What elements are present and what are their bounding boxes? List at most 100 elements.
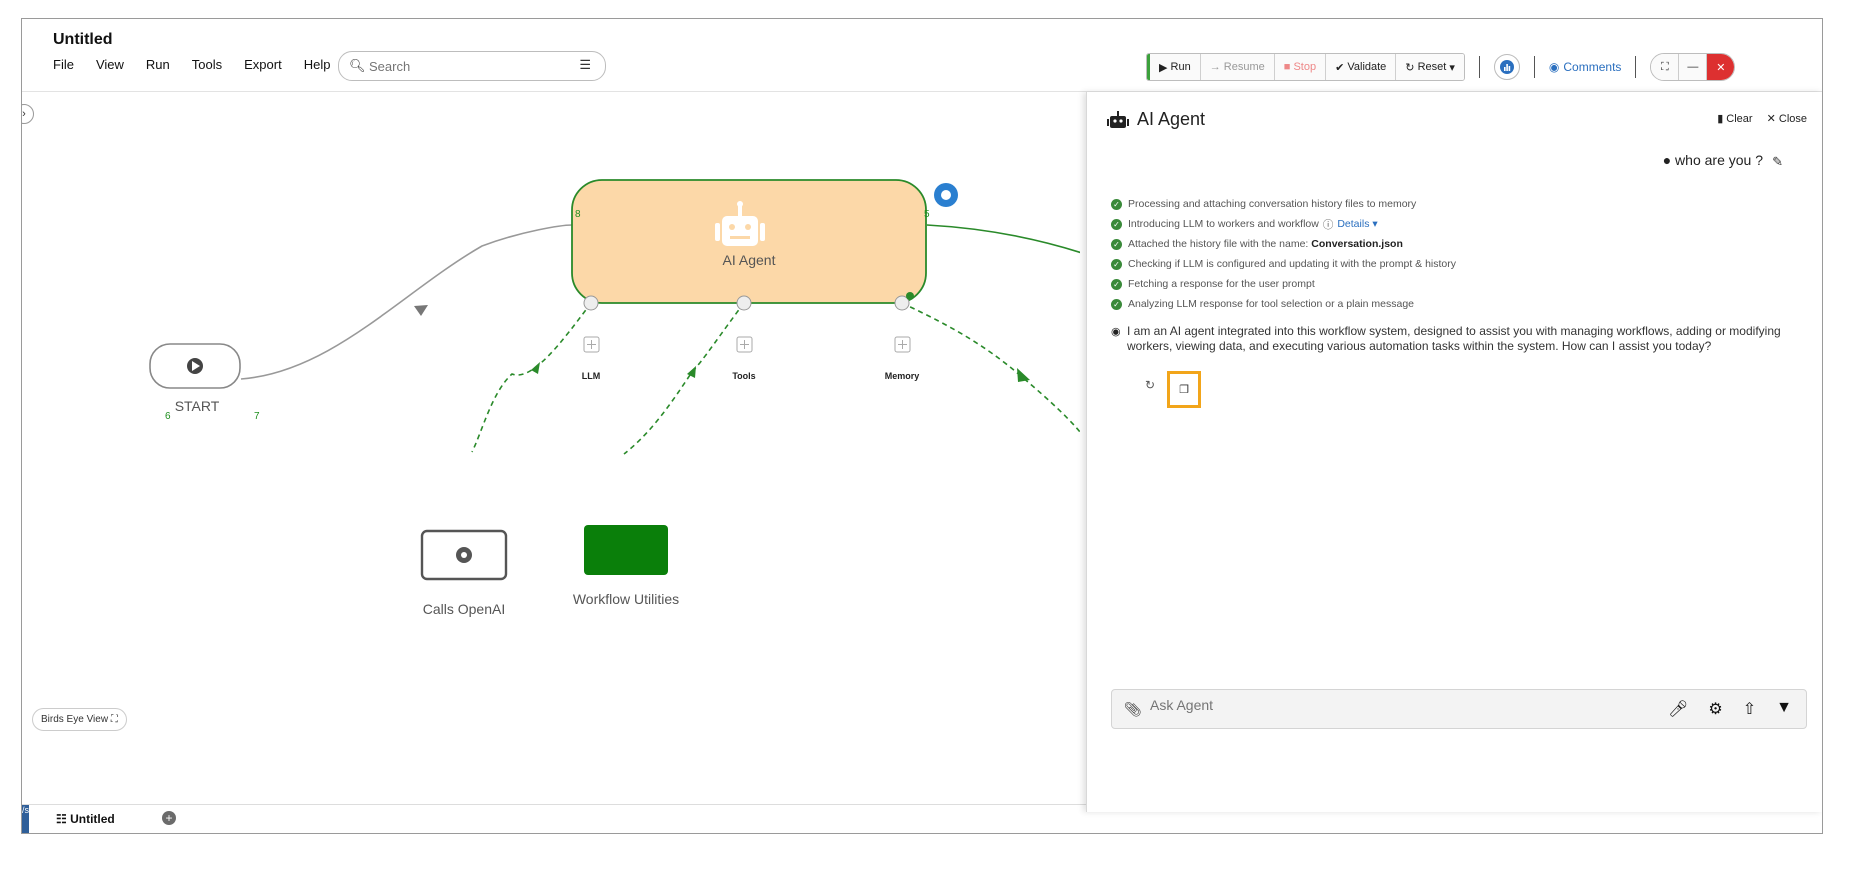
run-button[interactable]: ▶ Run [1147, 54, 1201, 80]
resume-button[interactable]: → Resume [1200, 54, 1275, 80]
check-circle-icon: ✓ [1111, 198, 1122, 210]
menu-file[interactable]: File [53, 57, 74, 72]
list-item: ✓Introducing LLM to workers and workflow… [1111, 214, 1456, 234]
port-number: 7 [254, 411, 260, 422]
edge-arrowhead [687, 366, 696, 378]
fullscreen-icon[interactable]: ⛶ [1651, 54, 1680, 80]
check-circle-icon: ✓ [1111, 298, 1122, 310]
stop-button[interactable]: ■ Stop [1274, 54, 1327, 80]
menu-view[interactable]: View [95, 57, 124, 72]
edge-llm-openai [471, 302, 592, 453]
port-number: 5 [924, 209, 930, 220]
edge-arrowhead [1017, 368, 1030, 382]
side-tab-edge[interactable]: /s [22, 805, 29, 833]
regenerate-icon[interactable]: ↻ [1145, 378, 1156, 392]
copy-button[interactable]: ❐ [1167, 371, 1201, 408]
comment-icon: ◉ [1548, 60, 1560, 74]
list-item: ✓Fetching a response for the user prompt [1111, 274, 1456, 294]
reset-button[interactable]: ↻ Reset ▾ [1396, 54, 1464, 80]
send-icon[interactable]: ⇧ [1742, 701, 1757, 718]
edge-memory-right [901, 302, 1080, 433]
stop-icon: ■ [1283, 61, 1294, 73]
window-controls: ⛶ — ✕ [1650, 53, 1736, 81]
composer-actions: 🎤︎ ⚙ ⇧ ▼ [1668, 699, 1792, 719]
add-tab-icon[interactable]: + [162, 811, 176, 825]
edge-arrowhead [531, 362, 540, 374]
port-number: 8 [575, 209, 581, 220]
edge-agent-right [926, 224, 1080, 254]
agent-answer: ◉ I am an AI agent integrated into this … [1111, 324, 1781, 353]
tools-port-label: Tools [732, 371, 756, 381]
workflow-canvas[interactable]: › [22, 92, 1080, 812]
birds-eye-view-button[interactable]: Birds Eye View ⛶ [32, 708, 127, 731]
add-memory-icon[interactable] [894, 336, 911, 353]
toolbar-divider [1533, 56, 1535, 78]
list-item: ✓Checking if LLM is configured and updat… [1111, 254, 1456, 274]
tools-port[interactable] [736, 295, 752, 311]
list-item: ✓Attached the history file with the name… [1111, 234, 1456, 254]
memory-check-icon [906, 292, 914, 300]
menu-tools[interactable]: Tools [191, 57, 223, 72]
search-box[interactable]: 🔍︎ ☰ [338, 51, 606, 81]
processing-steps: ✓Processing and attaching conversation h… [1111, 194, 1456, 314]
utilities-node[interactable] [584, 525, 668, 575]
edit-icon[interactable]: ✎ [1772, 154, 1783, 169]
list-item: ✓Processing and attaching conversation h… [1111, 194, 1456, 214]
panel-title: AI Agent [1107, 109, 1205, 130]
start-label: START [174, 398, 220, 414]
paperclip-icon[interactable]: 📎︎ [1124, 701, 1142, 717]
canvas-graph [149, 179, 1080, 581]
filter-sliders-icon[interactable]: ☰ [579, 57, 591, 72]
add-llm-icon[interactable] [583, 336, 600, 353]
openai-label: Calls OpenAI [422, 601, 506, 617]
port-number: 6 [165, 411, 171, 422]
trash-icon: ▮ [1717, 113, 1727, 125]
play-icon: ▶ [1159, 61, 1171, 74]
panel-actions: ▮ Clear ✕ Close [1717, 112, 1807, 125]
brain-icon: ◉ [1111, 326, 1121, 338]
agent-label: AI Agent [722, 252, 776, 268]
user-message: ● who are you ? [1662, 152, 1763, 168]
robot-icon [1107, 110, 1129, 128]
gear-icon[interactable]: ⚙ [1708, 701, 1723, 718]
sitemap-icon: ☷ [56, 812, 71, 826]
refresh-icon: ↻ [1405, 61, 1418, 74]
stats-button[interactable] [1493, 54, 1520, 80]
edge-start-agent [240, 224, 573, 380]
close-icon[interactable]: ✕ [1707, 54, 1735, 80]
memory-port-label: Memory [884, 371, 920, 381]
check-circle-icon: ✓ [1111, 238, 1122, 250]
caret-down-icon: ▾ [1446, 61, 1455, 74]
user-icon: ● [1662, 152, 1676, 168]
list-item: ✓Analyzing LLM response for tool selecti… [1111, 294, 1456, 314]
ai-agent-panel: AI Agent ▮ Clear ✕ Close ● who are you ?… [1086, 92, 1822, 812]
gear-icon [456, 547, 472, 563]
minimize-icon[interactable]: — [1679, 54, 1708, 80]
filter-icon[interactable]: ▼ [1776, 699, 1792, 716]
copy-icon: ❐ [1179, 384, 1189, 396]
toolbar-divider [1635, 56, 1637, 78]
check-circle-icon: ✔ [1335, 61, 1348, 74]
chat-composer: 📎︎ 🎤︎ ⚙ ⇧ ▼ [1111, 689, 1807, 729]
comments-button[interactable]: ◉Comments [1548, 60, 1622, 74]
menu-run[interactable]: Run [145, 57, 170, 72]
add-tools-icon[interactable] [736, 336, 753, 353]
ask-agent-input[interactable] [1148, 696, 1552, 714]
menu-bar: File View Run Tools Export Help [53, 57, 352, 72]
clear-button[interactable]: ▮ Clear [1717, 113, 1753, 125]
edge-tools-utilities [623, 302, 745, 455]
app-window: Untitled File View Run Tools Export Help… [21, 18, 1823, 834]
info-icon: ⓘ [1322, 218, 1334, 231]
llm-port[interactable] [583, 295, 599, 311]
menu-help[interactable]: Help [303, 57, 331, 72]
details-link[interactable]: Details ▾ [1337, 218, 1378, 230]
microphone-icon[interactable]: 🎤︎ [1668, 701, 1689, 718]
toolbar-divider [1478, 56, 1480, 78]
tab-untitled[interactable]: ☷ Untitled [56, 812, 115, 826]
run-toolbar: ▶ Run → Resume ■ Stop ✔ Validate ↻ Reset… [1146, 53, 1736, 81]
memory-port[interactable] [894, 295, 910, 311]
search-input[interactable] [367, 57, 571, 75]
close-button[interactable]: ✕ Close [1766, 113, 1807, 125]
menu-export[interactable]: Export [244, 57, 282, 72]
validate-button[interactable]: ✔ Validate [1326, 54, 1397, 80]
